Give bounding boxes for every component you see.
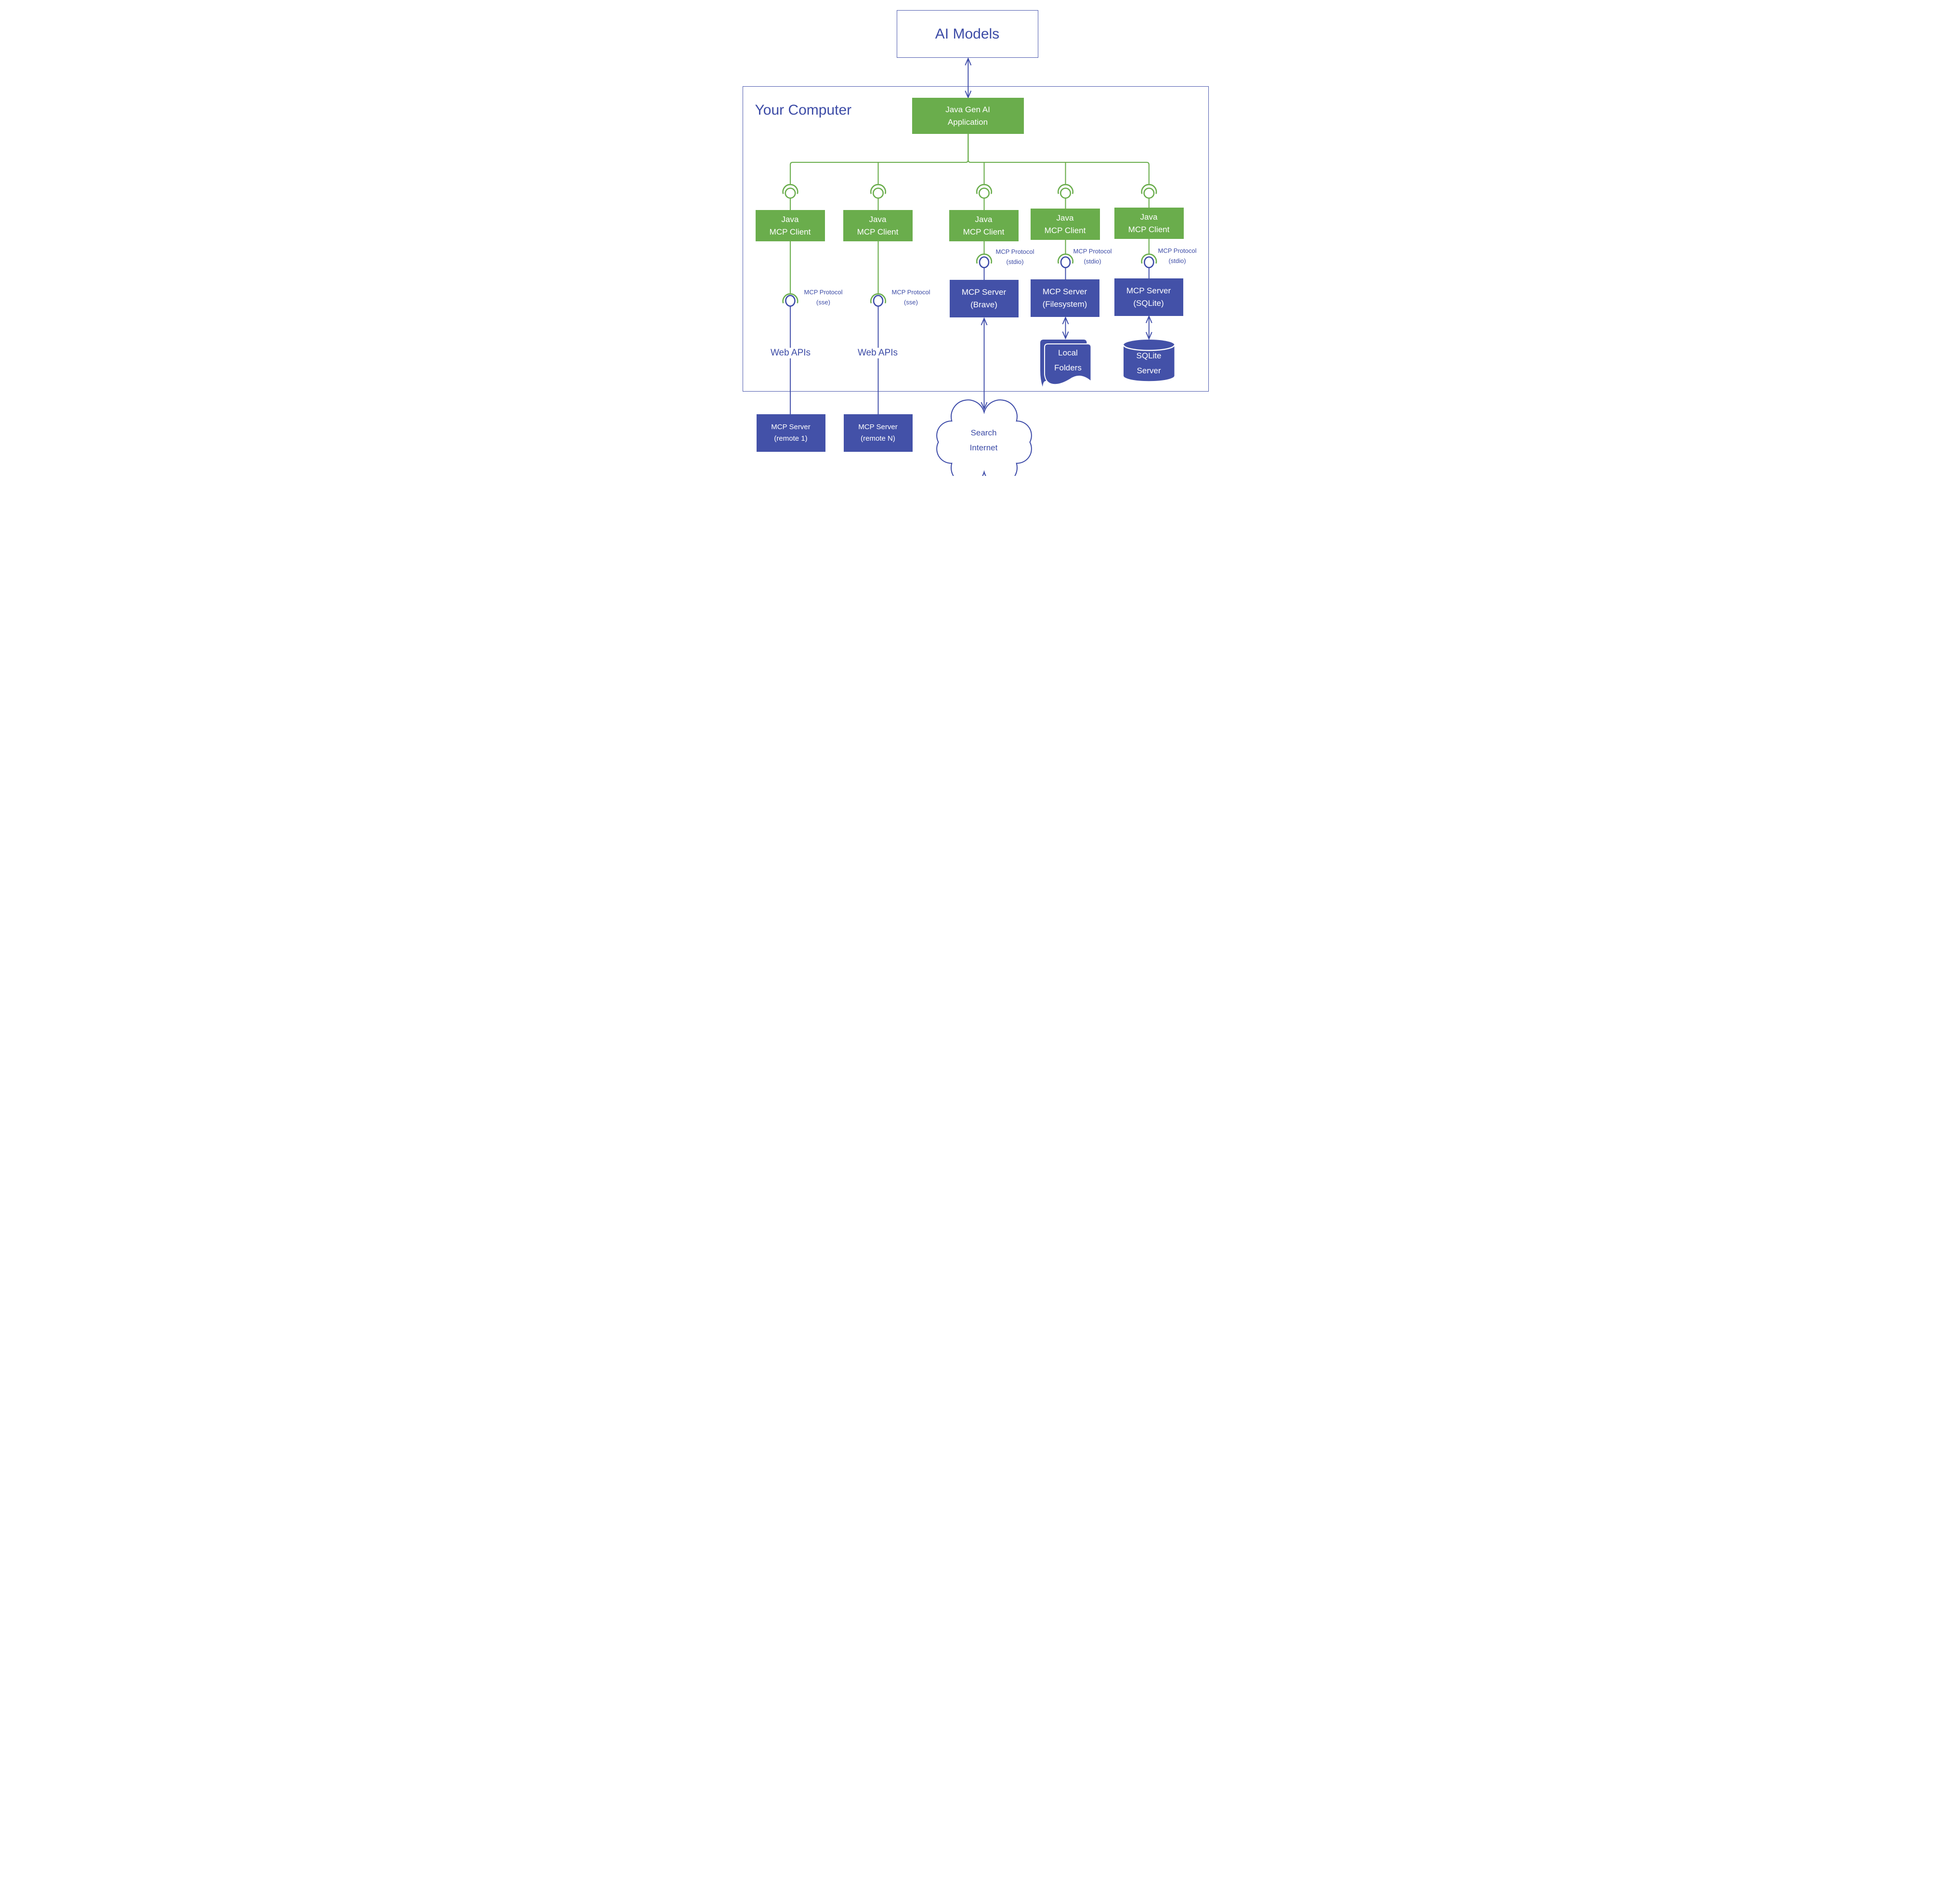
brave-cloud-arrow (981, 317, 987, 410)
cloud-shape (936, 399, 1032, 476)
mcp-server-sqlite-box: MCP Server (SQLite) (1114, 278, 1183, 316)
server-brave-line1: MCP Server (961, 287, 1007, 297)
java-mcp-client-box-2: Java MCP Client (843, 210, 913, 241)
filesystem-folder-arrow (1062, 316, 1069, 340)
mcp-protocol-stdio-label-1: MCP Protocol (stdio) (991, 247, 1039, 267)
client-3-line2: MCP Client (963, 227, 1005, 236)
client-2-line2: MCP Client (857, 227, 899, 236)
server-brave-line2: (Brave) (970, 300, 997, 309)
java-mcp-client-box-4: Java MCP Client (1030, 209, 1100, 240)
cylinder-line2: Server (1137, 366, 1161, 375)
mcp-server-filesystem-box: MCP Server (Filesystem) (1030, 279, 1099, 317)
ai-models-box: AI Models (896, 10, 1038, 58)
stdio-2-line2: (stdio) (1084, 258, 1101, 265)
remote-1-line2: (remote 1) (774, 434, 808, 443)
java-mcp-client-box-1: Java MCP Client (755, 210, 825, 241)
client-1-line1: Java (781, 215, 799, 224)
stdio-2-line1: MCP Protocol (1073, 248, 1112, 255)
search-internet-label: Search Internet (970, 425, 998, 455)
folder-line2: Folders (1054, 363, 1082, 372)
app-label-line1: Java Gen AI (945, 105, 990, 114)
server-sqlite-line2: (SQLite) (1133, 299, 1164, 308)
cylinder-line1: SQLite (1136, 351, 1162, 360)
mcp-socket-icons-stdio (976, 253, 1157, 268)
web-apis-label-2: Web APIs (854, 348, 902, 358)
cloud-line1: Search (970, 428, 997, 437)
stdio-1-line2: (stdio) (1006, 258, 1024, 265)
mcp-protocol-stdio-label-3: MCP Protocol (stdio) (1153, 246, 1202, 266)
mcp-server-brave-box: MCP Server (Brave) (949, 280, 1019, 317)
remote-1-line1: MCP Server (771, 423, 811, 431)
folder-line1: Local (1058, 348, 1078, 357)
mcp-protocol-sse-label-2: MCP Protocol (sse) (887, 287, 935, 307)
mcp-server-remoteN-box: MCP Server (remote N) (843, 414, 913, 452)
local-folders-icon (1040, 340, 1091, 387)
stdio-3-line2: (stdio) (1168, 257, 1186, 264)
java-mcp-client-box-5: Java MCP Client (1114, 208, 1184, 239)
ai-models-label: AI Models (935, 26, 1000, 42)
client-1-line2: MCP Client (769, 227, 811, 236)
mcp-architecture-diagram: AI Models Your Computer .gl { stroke:var… (731, 0, 1218, 476)
client-branch-lines (789, 134, 1150, 210)
client-2-line1: Java (869, 215, 887, 224)
stdio-1-line1: MCP Protocol (995, 248, 1034, 255)
connector-layer: .gl { stroke:var(--green,#6aad4c); strok… (782, 57, 1175, 476)
client-3-line1: Java (975, 215, 993, 224)
client-4-line1: Java (1056, 213, 1074, 223)
java-gen-ai-application-box: Java Gen AI Application (912, 98, 1024, 134)
app-label-line2: Application (947, 117, 988, 127)
sse-2-line2: (sse) (904, 299, 918, 306)
remote-n-line2: (remote N) (861, 434, 895, 443)
sqlite-database-icon (1123, 340, 1175, 381)
client-4-line2: MCP Client (1044, 225, 1086, 235)
client-5-line2: MCP Client (1128, 224, 1170, 234)
mcp-protocol-stdio-label-2: MCP Protocol (stdio) (1069, 246, 1117, 266)
mcp-server-remote1-box: MCP Server (remote 1) (756, 414, 825, 452)
server-sqlite-line1: MCP Server (1126, 286, 1171, 295)
your-computer-label: Your Computer (755, 102, 852, 118)
server-filesystem-line2: (Filesystem) (1042, 300, 1087, 309)
mcp-protocol-sse-label-1: MCP Protocol (sse) (799, 287, 848, 307)
sse-1-line2: (sse) (816, 299, 830, 306)
protocol-to-server-lines (789, 267, 1150, 415)
server-filesystem-line1: MCP Server (1042, 287, 1087, 296)
client-5-line1: Java (1140, 212, 1158, 222)
local-folders-label: Local Folders (1054, 345, 1082, 375)
stdio-3-line1: MCP Protocol (1158, 247, 1197, 254)
sse-1-line1: MCP Protocol (804, 289, 843, 296)
ai-app-arrow (964, 57, 971, 99)
java-mcp-client-box-3: Java MCP Client (949, 210, 1019, 241)
web-apis-label-1: Web APIs (767, 348, 814, 358)
sqlite-server-label: SQLite Server (1137, 348, 1162, 378)
sse-2-line1: MCP Protocol (891, 289, 930, 296)
cloud-line2: Internet (969, 443, 998, 452)
remote-n-line1: MCP Server (858, 423, 898, 431)
client-to-protocol-lines (789, 239, 1150, 294)
sqlite-db-arrow (1145, 315, 1152, 340)
mcp-socket-icons-row1 (782, 184, 1157, 199)
